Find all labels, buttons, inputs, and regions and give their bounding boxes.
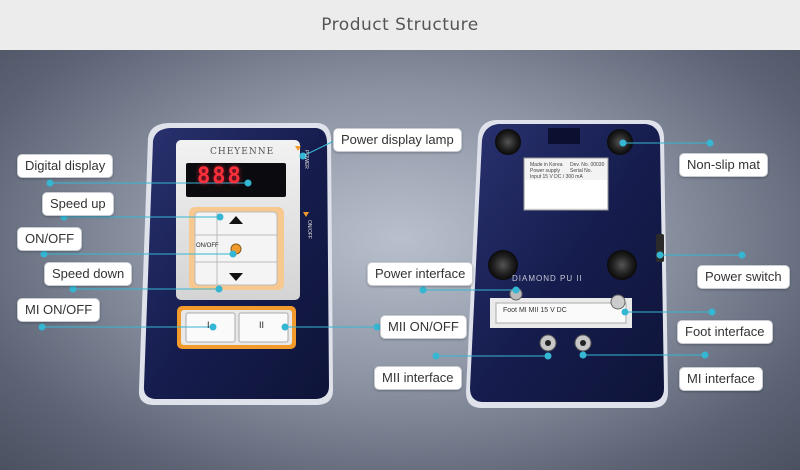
brand-logo: CHEYENNE bbox=[210, 147, 275, 157]
mii-interface-jack-hole bbox=[545, 340, 551, 346]
label-power-interface: Power interface bbox=[367, 262, 474, 286]
sticker-line: Dev. No. 00030 bbox=[570, 162, 605, 168]
pointer-lines bbox=[38, 139, 746, 360]
label-mi-on-off: MI ON/OFF bbox=[17, 298, 101, 322]
non-slip-mat-foot bbox=[488, 250, 518, 280]
connector-panel-text: Foot MI MII 15 V DC bbox=[503, 307, 567, 314]
mi-interface-jack-hole bbox=[580, 340, 586, 346]
label-non-slip-mat: Non-slip mat bbox=[679, 153, 768, 177]
sticker-line: Power supply bbox=[530, 168, 561, 174]
digital-display-screen bbox=[186, 163, 286, 197]
power-display-lamp bbox=[295, 146, 301, 151]
speed-down-arrow-icon[interactable] bbox=[229, 273, 243, 281]
speed-up-arrow-icon[interactable] bbox=[229, 216, 243, 224]
back-device bbox=[466, 120, 668, 408]
cutout bbox=[548, 128, 580, 144]
label-mii-on-off: MII ON/OFF bbox=[380, 315, 467, 339]
product-illustration bbox=[38, 120, 746, 408]
label-power-switch: Power switch bbox=[697, 265, 790, 289]
label-foot-interface: Foot interface bbox=[677, 320, 773, 344]
label-speed-up: Speed up bbox=[42, 192, 114, 216]
non-slip-mat-foot bbox=[607, 250, 637, 280]
label-digital-display: Digital display bbox=[17, 154, 114, 178]
model-text: DIAMOND PU II bbox=[512, 274, 583, 283]
header-bar: Product Structure bbox=[0, 0, 800, 50]
label-mi-interface: MI interface bbox=[679, 367, 763, 391]
product-stage: CHEYENNE 888 ON/OFF POWER ON/OFF I II Ma… bbox=[0, 50, 800, 470]
foot-interface-jack bbox=[610, 294, 626, 310]
mii-button-label[interactable]: II bbox=[259, 320, 265, 330]
onoff-side-text: ON/OFF bbox=[306, 220, 312, 239]
digital-display-value: 888 bbox=[197, 164, 243, 189]
label-on-off: ON/OFF bbox=[17, 227, 83, 251]
label-speed-down: Speed down bbox=[44, 262, 133, 286]
power-lamp-text: POWER bbox=[303, 150, 309, 169]
onoff-button-text: ON/OFF bbox=[196, 243, 219, 249]
sticker-line: Made in Korea bbox=[530, 162, 563, 168]
label-mii-interface: MII interface bbox=[374, 366, 462, 390]
sticker-line: Input 15 V DC / 300 mA bbox=[530, 174, 583, 180]
onoff-side-indicator bbox=[303, 212, 309, 217]
non-slip-mat-foot bbox=[495, 129, 521, 155]
sticker-line: Serial No. bbox=[570, 168, 592, 174]
page-title: Product Structure bbox=[321, 15, 479, 35]
label-power-display-lamp: Power display lamp bbox=[333, 128, 462, 152]
back-device-body bbox=[470, 124, 664, 402]
spec-sticker-icons bbox=[525, 180, 607, 208]
mi-button-label[interactable]: I bbox=[207, 320, 210, 330]
